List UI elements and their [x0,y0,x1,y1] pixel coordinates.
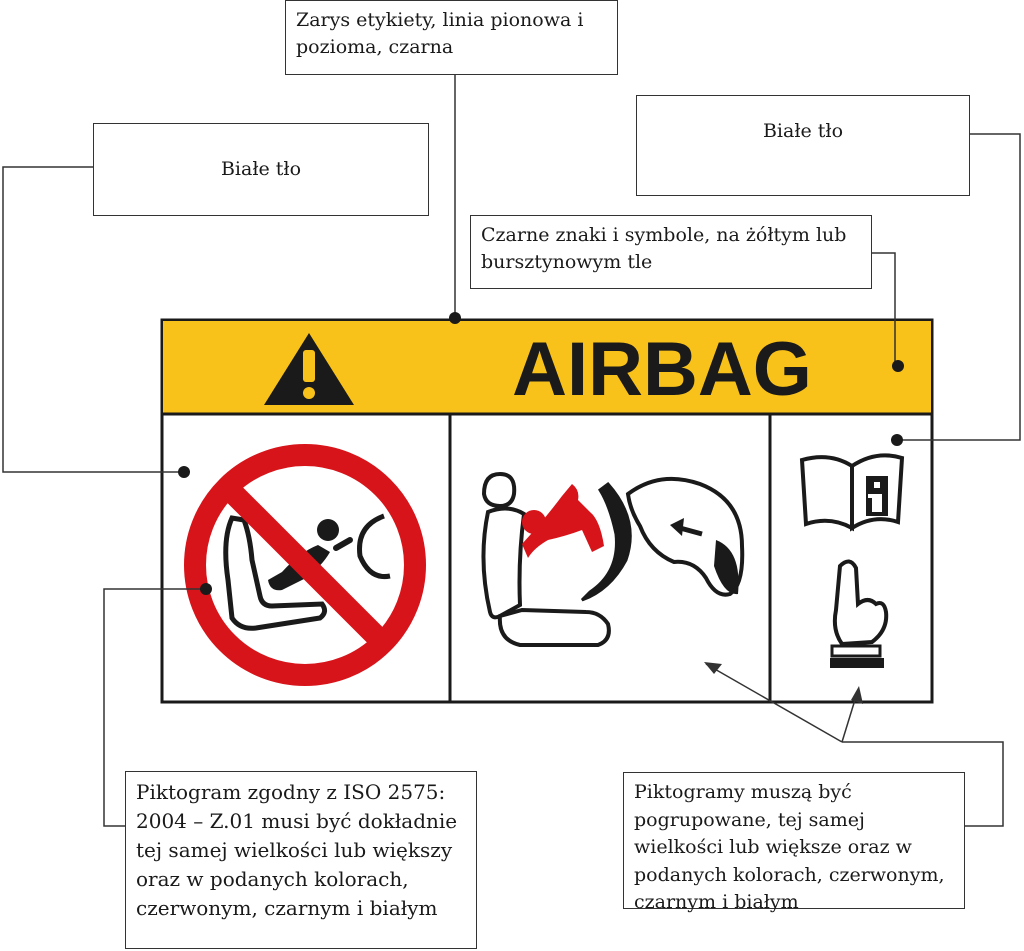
callout-dots [178,312,904,595]
callout-pictogram-iso: Piktogram zgodny z ISO 2575: 2004 – Z.01… [125,771,477,949]
label-title: AIRBAG [512,327,812,412]
callout-white-bg-left: Białe tło [93,123,429,216]
no-rear-facing-child-seat-icon [184,444,426,686]
leader-lines [2,75,1021,827]
callout-outline: Zarys etykiety, linia pionowa i pozioma,… [285,0,618,75]
warning-triangle-icon [264,333,354,405]
airbag-deploy-icon [481,471,745,647]
callout-pictograms-grouped: Piktogramy muszą być pogrupowane, tej sa… [623,772,965,913]
callout-white-bg-right: Białe tło [636,95,970,196]
callout-black-on-yellow-text: Czarne znaki i symbole, na żółtym lub bu… [481,224,847,273]
callout-white-bg-right-text: Białe tło [762,120,844,143]
callout-pictogram-iso-text: Piktogram zgodny z ISO 2575: 2004 – Z.01… [136,780,458,920]
pointing-hand-icon [830,559,889,668]
manual-info-icon [799,453,905,532]
callout-pictograms-grouped-text: Piktogramy muszą być pogrupowane, tej sa… [634,781,945,914]
callout-outline-text: Zarys etykiety, linia pionowa i pozioma,… [296,9,584,58]
callout-black-on-yellow: Czarne znaki i symbole, na żółtym lub bu… [470,215,872,289]
callout-white-bg-left-text: Białe tło [220,158,302,181]
